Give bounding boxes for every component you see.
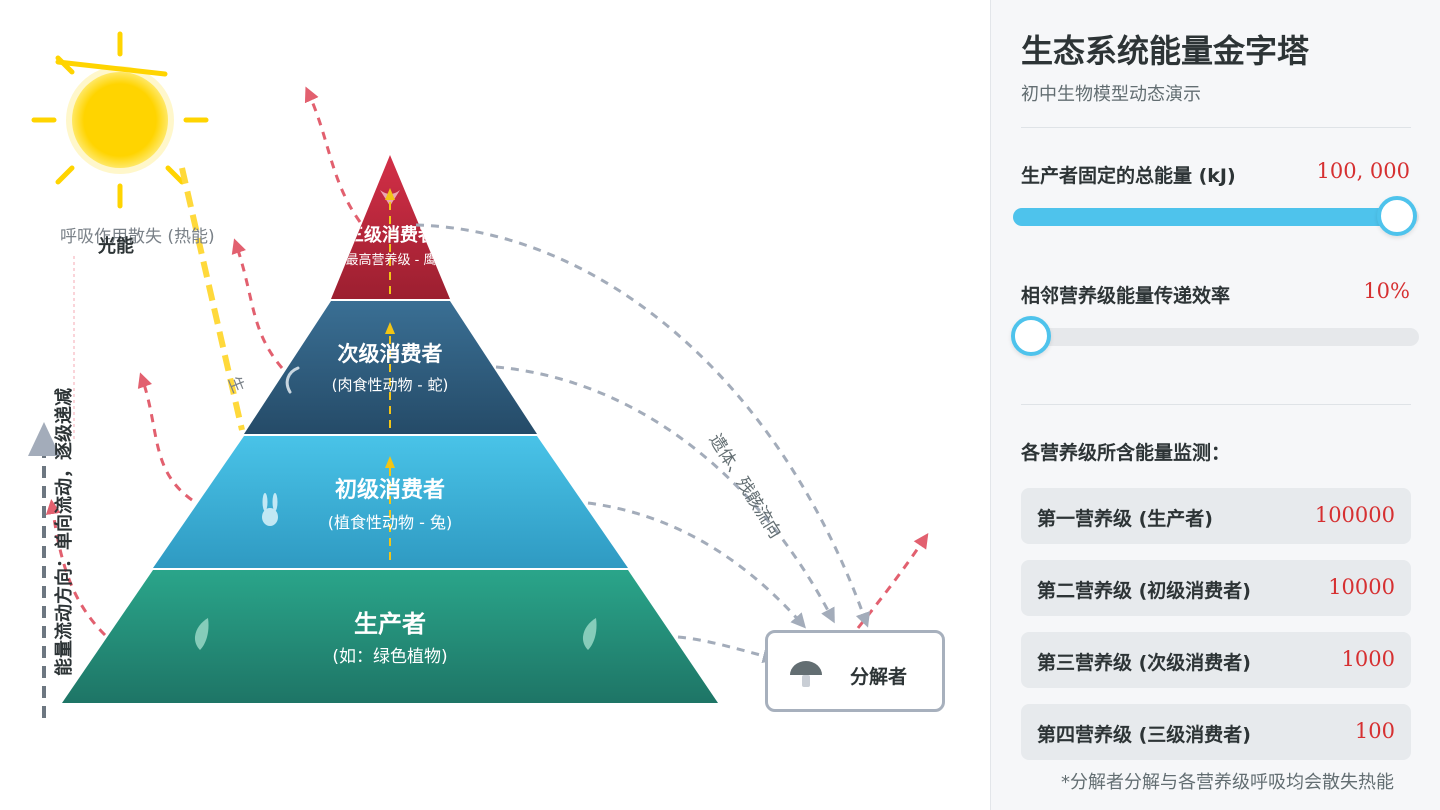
mushroom-icon <box>790 661 822 687</box>
total-energy-label: 生产者固定的总能量 (kJ) <box>1021 165 1236 187</box>
efficiency-slider[interactable] <box>1011 316 1419 356</box>
remains-arrow <box>495 365 835 624</box>
level-value: 100000 <box>1314 503 1395 527</box>
heat-loss-arrow <box>231 238 284 369</box>
tier-primary-subtitle: (植食性动物 - 兔) <box>327 513 453 532</box>
heat-loss-arrow <box>137 372 193 502</box>
level-name: 第二营养级 (初级消费者) <box>1037 580 1251 602</box>
efficiency-label: 相邻营养级能量传递效率 <box>1021 285 1231 307</box>
control-panel: 生态系统能量金字塔 初中生物模型动态演示 生产者固定的总能量 (kJ) 100,… <box>990 0 1440 810</box>
tier-producer-shape <box>62 570 718 703</box>
remains-arrow <box>415 223 871 628</box>
remains-arrow <box>677 635 778 664</box>
total-energy-value: 100, 000 <box>1316 159 1410 183</box>
level-name: 第三营养级 (次级消费者) <box>1037 652 1251 674</box>
divider <box>1021 127 1411 128</box>
remains-arrow <box>587 501 806 629</box>
flow-axis-arrowhead <box>28 422 60 456</box>
heat-loss-arrow <box>304 86 362 223</box>
efficiency-slider-thumb[interactable] <box>1011 316 1051 356</box>
leaf-icon <box>582 618 597 650</box>
level-row: 第三营养级 (次级消费者) 1000 <box>1021 632 1411 688</box>
total-energy-slider-thumb[interactable] <box>1377 196 1417 236</box>
leaf-icon <box>194 618 209 650</box>
monitor-title: 各营养级所含能量监测： <box>1021 442 1231 464</box>
divider <box>1021 404 1411 405</box>
tier-tertiary-clip: 三级消费者 (最高营养级 - 鹰) <box>331 155 450 300</box>
heat-loss-arrow <box>45 499 107 637</box>
decomposer-box: 分解者 <box>765 630 945 712</box>
tier-producer-subtitle: (如：绿色植物) <box>332 647 448 667</box>
tier-producer-title: 生产者 <box>354 610 426 638</box>
tier-secondary-subtitle: (肉食性动物 - 蛇) <box>331 376 449 394</box>
flow-arrowhead <box>385 322 395 334</box>
total-energy-slider[interactable] <box>1013 196 1419 236</box>
panel-subtitle: 初中生物模型动态演示 <box>1021 84 1201 105</box>
level-row: 第一营养级 (生产者) 100000 <box>1021 488 1411 544</box>
decomposer-label: 分解者 <box>850 666 908 688</box>
level-value: 100 <box>1354 719 1395 743</box>
level-value: 1000 <box>1341 647 1395 671</box>
level-name: 第四营养级 (三级消费者) <box>1037 724 1251 746</box>
efficiency-value: 10% <box>1363 279 1410 303</box>
snake-icon <box>285 366 300 394</box>
flow-arrowhead <box>385 456 395 468</box>
flow-arrowhead <box>385 188 395 200</box>
sun-icon <box>31 31 209 209</box>
level-row: 第四营养级 (三级消费者) 100 <box>1021 704 1411 760</box>
tier-tertiary-title: 三级消费者 <box>346 225 436 246</box>
level-value: 10000 <box>1328 575 1395 599</box>
tier-tertiary-subtitle: (最高营养级 - 鹰) <box>340 253 442 268</box>
respiration-label: 呼吸作用散失 (热能) <box>60 227 215 247</box>
pyramid-diagram <box>28 31 929 718</box>
tier-primary-title: 初级消费者 <box>334 478 445 503</box>
level-name: 第一营养级 (生产者) <box>1037 508 1213 530</box>
level-row: 第二营养级 (初级消费者) 10000 <box>1021 560 1411 616</box>
panel-title: 生态系统能量金字塔 <box>1021 32 1310 70</box>
footnote: *分解者分解与各营养级呼吸均会散失热能 <box>1061 772 1394 793</box>
rabbit-icon <box>262 493 278 526</box>
tier-tertiary-shape <box>331 155 450 299</box>
sunlight-label: 光能 <box>98 236 134 257</box>
heat-loss-arrow <box>856 533 929 629</box>
tier-secondary-title: 次级消费者 <box>337 342 443 366</box>
sunlight-arrow <box>179 167 245 431</box>
total-energy-slider-fill <box>1013 208 1399 226</box>
flow-axis-label: 能量流动方向：单向流动，逐级递减 <box>54 388 75 676</box>
pyramid-stage: 呼吸作用散失 (热能) 光能 生 遗体、残骸流向 能量流动方向：单向流动，逐级递… <box>28 31 945 718</box>
